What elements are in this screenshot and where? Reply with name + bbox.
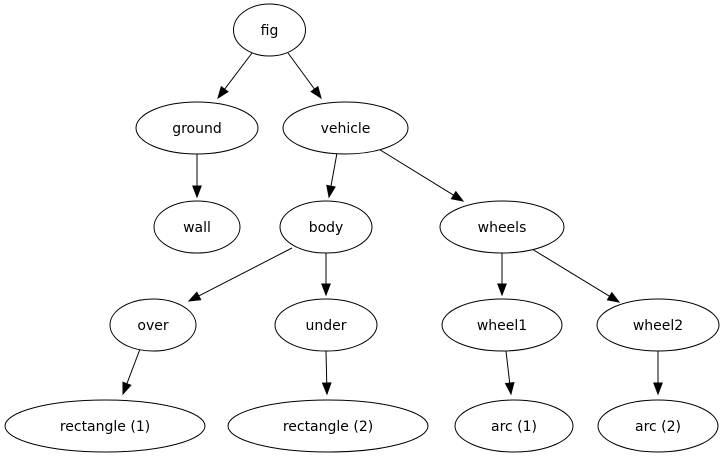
edge-wheels-to-wheel1: [497, 253, 507, 297]
edge-arrowhead-icon: [217, 85, 229, 100]
node-ellipse-shape[interactable]: [227, 399, 429, 453]
node-label: wheels: [478, 220, 527, 236]
node-rectangle2[interactable]: rectangle (2): [227, 399, 429, 453]
node-label: arc (2): [635, 419, 681, 435]
node-arc1[interactable]: arc (1): [454, 399, 574, 453]
edge-line: [376, 147, 454, 196]
edge-line: [224, 52, 253, 90]
node-ellipse-shape[interactable]: [282, 101, 409, 155]
node-label: vehicle: [321, 121, 371, 137]
node-ellipse-shape[interactable]: [454, 399, 574, 453]
node-ellipse-shape[interactable]: [135, 101, 259, 155]
node-label: rectangle (2): [283, 419, 373, 435]
edge-wheel2-to-arc2: [653, 351, 663, 396]
node-vehicle[interactable]: vehicle: [282, 101, 409, 155]
node-ellipse-shape[interactable]: [441, 298, 563, 352]
edge-arrowhead-icon: [450, 190, 465, 202]
node-fig[interactable]: fig: [233, 3, 306, 57]
edge-ground-to-wall: [192, 154, 202, 199]
node-ground[interactable]: ground: [135, 101, 259, 155]
edge-line: [531, 248, 610, 297]
node-ellipse-shape[interactable]: [233, 3, 306, 57]
edge-arrowhead-icon: [653, 382, 663, 396]
node-ellipse-shape[interactable]: [597, 399, 719, 453]
node-over[interactable]: over: [109, 298, 197, 352]
node-label: under: [305, 318, 346, 334]
node-ellipse-shape[interactable]: [109, 298, 197, 352]
node-wheel2[interactable]: wheel2: [596, 298, 720, 352]
edge-arrowhead-icon: [606, 291, 621, 303]
edge-vehicle-to-wheels: [376, 147, 465, 202]
edge-arrowhead-icon: [326, 184, 336, 199]
edge-over-to-rectangle1: [122, 348, 141, 396]
edge-vehicle-to-body: [326, 152, 338, 199]
node-label: ground: [172, 121, 222, 137]
edge-fig-to-ground: [217, 52, 253, 100]
edges-layer: [122, 52, 663, 396]
edge-line: [330, 152, 338, 187]
node-body[interactable]: body: [279, 200, 373, 254]
edge-line: [505, 350, 511, 384]
node-label: over: [137, 318, 168, 334]
node-wall[interactable]: wall: [153, 200, 241, 254]
edge-wheel1-to-arc1: [504, 350, 515, 396]
edge-line: [198, 247, 293, 297]
node-wheels[interactable]: wheels: [439, 200, 565, 254]
edge-arrowhead-icon: [321, 283, 331, 297]
node-arc2[interactable]: arc (2): [597, 399, 719, 453]
edge-arrowhead-icon: [504, 382, 515, 396]
node-under[interactable]: under: [274, 298, 378, 352]
node-label: wheel1: [477, 318, 527, 334]
edge-arrowhead-icon: [321, 382, 332, 396]
edge-arrowhead-icon: [187, 291, 202, 302]
node-ellipse-shape[interactable]: [274, 298, 378, 352]
edge-line: [325, 350, 328, 384]
edge-under-to-rectangle2: [321, 350, 332, 396]
node-label: body: [309, 220, 344, 236]
node-label: rectangle (1): [60, 419, 150, 435]
node-rectangle1[interactable]: rectangle (1): [4, 399, 206, 453]
edge-arrowhead-icon: [192, 185, 202, 199]
node-ellipse-shape[interactable]: [279, 200, 373, 254]
node-ellipse-shape[interactable]: [439, 200, 565, 254]
node-wheel1[interactable]: wheel1: [441, 298, 563, 352]
node-ellipse-shape[interactable]: [596, 298, 720, 352]
nodes-layer: fig ground vehicle wall body wheels over under w…: [4, 3, 720, 453]
node-label: wheel2: [633, 318, 683, 334]
node-ellipse-shape[interactable]: [153, 200, 241, 254]
node-label: fig: [261, 23, 279, 39]
edge-body-to-over: [187, 247, 293, 302]
edge-body-to-under: [321, 253, 331, 297]
edge-line: [287, 52, 315, 90]
edge-arrowhead-icon: [122, 381, 132, 396]
edge-line: [126, 348, 141, 384]
node-label: wall: [183, 220, 211, 236]
node-ellipse-shape[interactable]: [4, 399, 206, 453]
edge-fig-to-vehicle: [287, 52, 322, 100]
edge-arrowhead-icon: [310, 85, 322, 100]
edge-wheels-to-wheel2: [531, 248, 621, 303]
node-label: arc (1): [491, 419, 537, 435]
edge-arrowhead-icon: [497, 283, 507, 297]
